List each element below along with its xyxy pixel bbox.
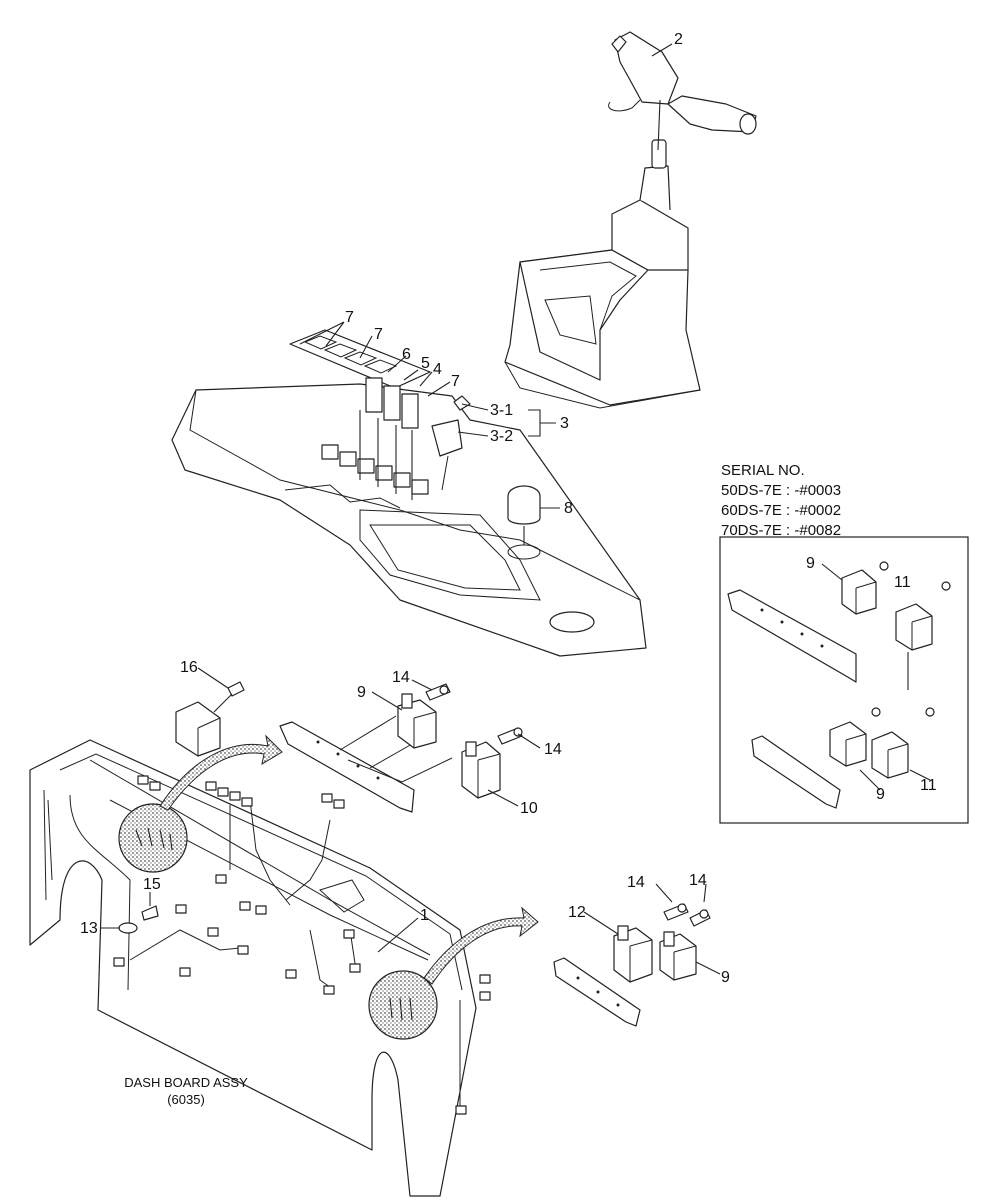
callout-13: 13: [80, 920, 98, 937]
relay-plate-lower: [553, 957, 641, 1027]
leader-lines: [100, 43, 931, 975]
callout-2: 2: [674, 31, 683, 48]
serial-line-70ds: 70DS-7E : -#0082: [721, 522, 841, 539]
callout-12: 12: [568, 904, 586, 921]
serial-title: SERIAL NO.: [721, 462, 805, 479]
bolt-14-upper: [425, 683, 523, 745]
detail-magnifier-lower: [368, 906, 539, 1040]
callout-7: 7: [374, 326, 383, 343]
assembly-caption: DASH BOARD ASSY (6035): [124, 1075, 248, 1107]
callout-3: 3: [560, 415, 569, 432]
detail-magnifier-upper: [118, 734, 283, 873]
callout-7: 7: [345, 309, 354, 326]
steering-column: [504, 139, 701, 409]
bolt-14-lower: [663, 903, 711, 927]
callout-8: 8: [564, 500, 573, 517]
callout-14: 14: [689, 872, 707, 889]
serial-line-60ds: 60DS-7E : -#0002: [721, 502, 841, 519]
callout-4: 4: [433, 361, 442, 378]
caption-title: DASH BOARD ASSY: [124, 1075, 248, 1090]
callout-3-2: 3-2: [490, 428, 513, 445]
callout-7: 7: [451, 373, 460, 390]
harness-connectors: [113, 775, 491, 1115]
callout-5: 5: [421, 355, 430, 372]
callout-14: 14: [544, 741, 562, 758]
callout-9: 9: [876, 786, 885, 803]
serial-number-block: SERIAL NO. 50DS-7E : -#0003 60DS-7E : -#…: [721, 462, 841, 539]
callout-14: 14: [392, 669, 410, 686]
callout-9: 9: [806, 555, 815, 572]
callout-6: 6: [402, 346, 411, 363]
callout-labels: 2 7 7 6 5 4 7 3-1 3-2 3 8 16 14 9 14 10 …: [80, 31, 937, 986]
callout-1: 1: [420, 907, 429, 924]
callout-9: 9: [721, 969, 730, 986]
callout-9: 9: [357, 684, 366, 701]
hour-meter: [507, 485, 541, 560]
callout-3-1: 3-1: [490, 402, 513, 419]
serial-line-50ds: 50DS-7E : -#0003: [721, 482, 841, 499]
relay-9-lower: [659, 931, 697, 981]
callout-11: 11: [894, 574, 911, 591]
relay-plate-upper: [279, 715, 453, 813]
callout-14: 14: [627, 874, 645, 891]
callout-10: 10: [520, 800, 538, 817]
callout-11: 11: [920, 777, 937, 794]
ignition-switch: [431, 395, 471, 491]
callout-16: 16: [180, 659, 198, 676]
serial-inset: [719, 536, 969, 824]
multi-function-switch: [608, 31, 757, 151]
relay-10: [461, 741, 501, 799]
callout-15: 15: [143, 876, 161, 893]
fuse-box-16: [175, 681, 245, 757]
relay-9-upper: [397, 693, 437, 749]
relay-12: [613, 925, 653, 983]
switch-bezels: [289, 329, 431, 500]
switch-pocket-row: [321, 444, 429, 495]
dash-upper-panel: [171, 383, 647, 657]
caption-number: (6035): [167, 1092, 205, 1107]
